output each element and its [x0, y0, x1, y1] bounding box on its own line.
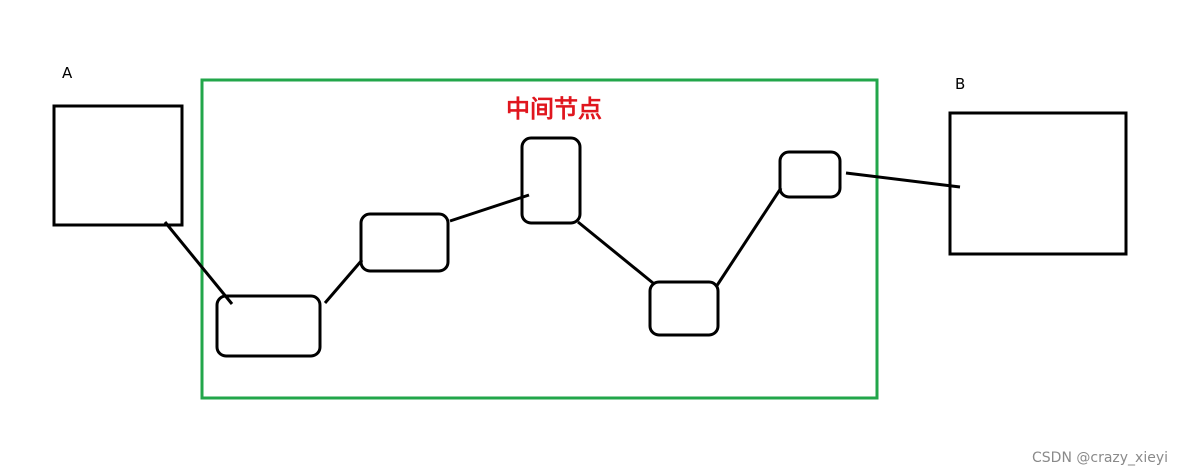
node-b [948, 111, 1128, 256]
middle-nodes-frame [200, 78, 879, 400]
middle-node-1 [215, 294, 322, 358]
middle-node-2 [359, 212, 450, 273]
link-node-1-to-node-2 [323, 259, 364, 304]
link-a-to-node-1 [163, 221, 234, 305]
label-a: A [62, 64, 73, 82]
link-node-2-to-node-3 [449, 193, 530, 223]
link-node-3-to-node-4 [577, 220, 654, 285]
label-b: B [955, 75, 965, 93]
node-a [52, 104, 184, 227]
link-node-5-to-b [845, 171, 961, 189]
middle-nodes-title: 中间节点 [506, 94, 602, 123]
middle-node-3 [520, 136, 582, 225]
watermark: CSDN @crazy_xieyi [1032, 450, 1168, 466]
link-node-4-to-node-5 [714, 187, 783, 288]
middle-node-5 [778, 150, 842, 199]
middle-node-4 [648, 280, 720, 337]
